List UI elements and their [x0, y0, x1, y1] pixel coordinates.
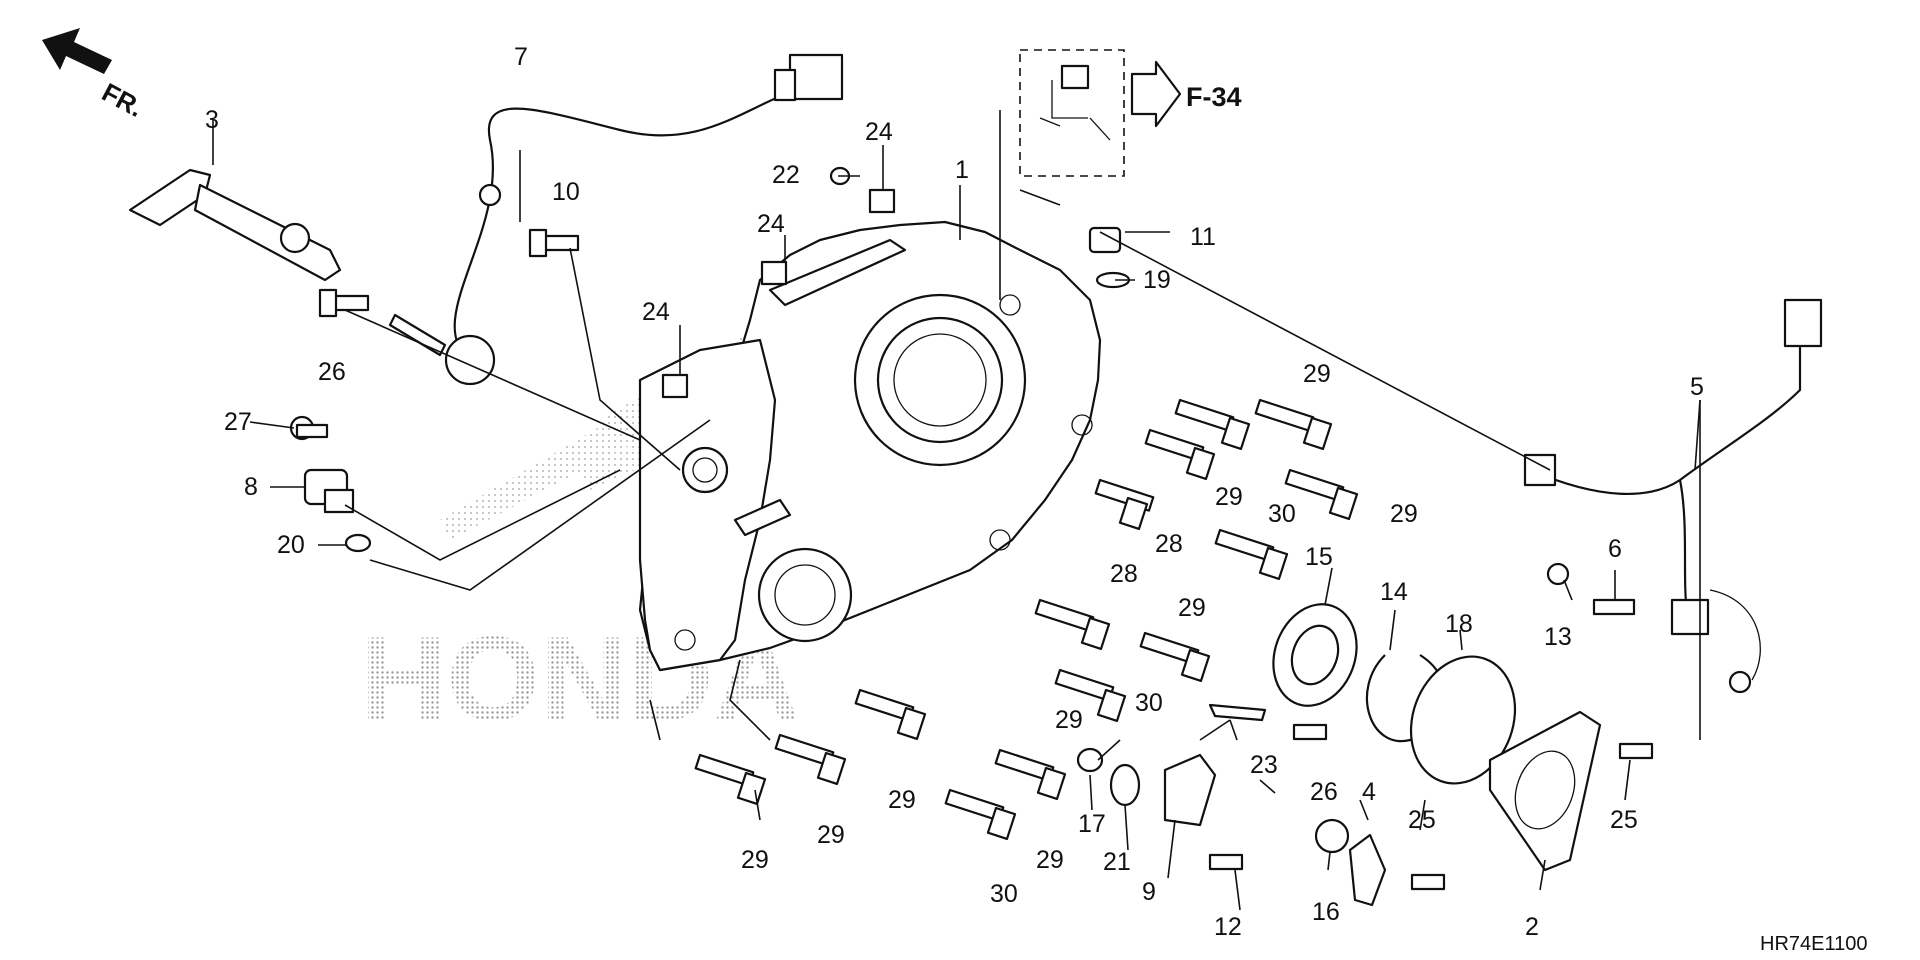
callout-29-d: 29 — [1178, 594, 1206, 622]
callout-26-right: 26 — [1310, 778, 1338, 806]
callout-28-b: 28 — [1110, 560, 1138, 588]
callout-17: 17 — [1078, 810, 1106, 838]
bearing-seals — [1272, 603, 1602, 872]
callout-29-e: 29 — [1055, 706, 1083, 734]
crankcase-cover — [638, 220, 1102, 672]
callout-29-h: 29 — [741, 846, 769, 874]
callout-29-b: 29 — [1215, 483, 1243, 511]
callout-10: 10 — [552, 178, 580, 206]
callout-labels: 1 2 3 4 5 6 7 8 9 10 11 12 13 14 15 16 1… — [205, 43, 1704, 941]
f34-reference-box: F-34 — [1019, 49, 1242, 177]
callout-29-i: 29 — [1036, 846, 1064, 874]
callout-3: 3 — [205, 106, 219, 134]
callout-30-a: 30 — [1268, 500, 1296, 528]
shift-arm-3 — [128, 168, 342, 282]
callout-2: 2 — [1525, 913, 1539, 941]
reference-arrow-icon — [1130, 60, 1182, 128]
callout-5: 5 — [1690, 373, 1704, 401]
front-direction-label: FR. — [97, 77, 148, 123]
callout-12: 12 — [1214, 913, 1242, 941]
callout-18: 18 — [1445, 610, 1473, 638]
callout-30-c: 30 — [990, 880, 1018, 908]
callout-8: 8 — [244, 473, 258, 501]
diagram-code: HR74E1100 — [1760, 933, 1867, 955]
callout-24-top: 24 — [865, 118, 893, 146]
front-direction-arrow: FR. — [42, 28, 148, 123]
callout-20: 20 — [277, 531, 305, 559]
callout-29-a: 29 — [1303, 360, 1331, 388]
sensor-8 — [289, 415, 372, 553]
lower-small-parts — [1076, 703, 1387, 907]
callout-21: 21 — [1103, 848, 1131, 876]
callout-6: 6 — [1608, 535, 1622, 563]
leader-lines — [212, 110, 1701, 911]
callout-9: 9 — [1142, 878, 1156, 906]
callout-22: 22 — [772, 161, 800, 189]
flange-bolts — [694, 398, 1359, 841]
callout-1: 1 — [955, 156, 969, 184]
callout-24-low: 24 — [642, 298, 670, 326]
callout-29-g: 29 — [817, 821, 845, 849]
callout-13: 13 — [1544, 623, 1572, 651]
callout-25-left: 25 — [1408, 806, 1436, 834]
callout-24-mid: 24 — [757, 210, 785, 238]
callout-15: 15 — [1305, 543, 1333, 571]
callout-25-right: 25 — [1610, 806, 1638, 834]
callout-4: 4 — [1362, 778, 1376, 806]
callout-23: 23 — [1250, 751, 1278, 779]
dowels-plugs — [661, 166, 1131, 399]
reference-label: F-34 — [1186, 82, 1242, 112]
callout-14: 14 — [1380, 578, 1408, 606]
bolts-left — [318, 228, 580, 386]
callout-28-a: 28 — [1155, 530, 1183, 558]
callout-7: 7 — [514, 43, 528, 71]
callout-27: 27 — [224, 408, 252, 436]
callout-11: 11 — [1190, 223, 1216, 251]
callout-30-b: 30 — [1135, 689, 1163, 717]
wire-harness-7 — [453, 53, 844, 361]
callout-29-c: 29 — [1390, 500, 1418, 528]
callout-16: 16 — [1312, 898, 1340, 926]
callout-26-left: 26 — [318, 358, 346, 386]
callout-19: 19 — [1143, 266, 1171, 294]
callout-29-f: 29 — [888, 786, 916, 814]
